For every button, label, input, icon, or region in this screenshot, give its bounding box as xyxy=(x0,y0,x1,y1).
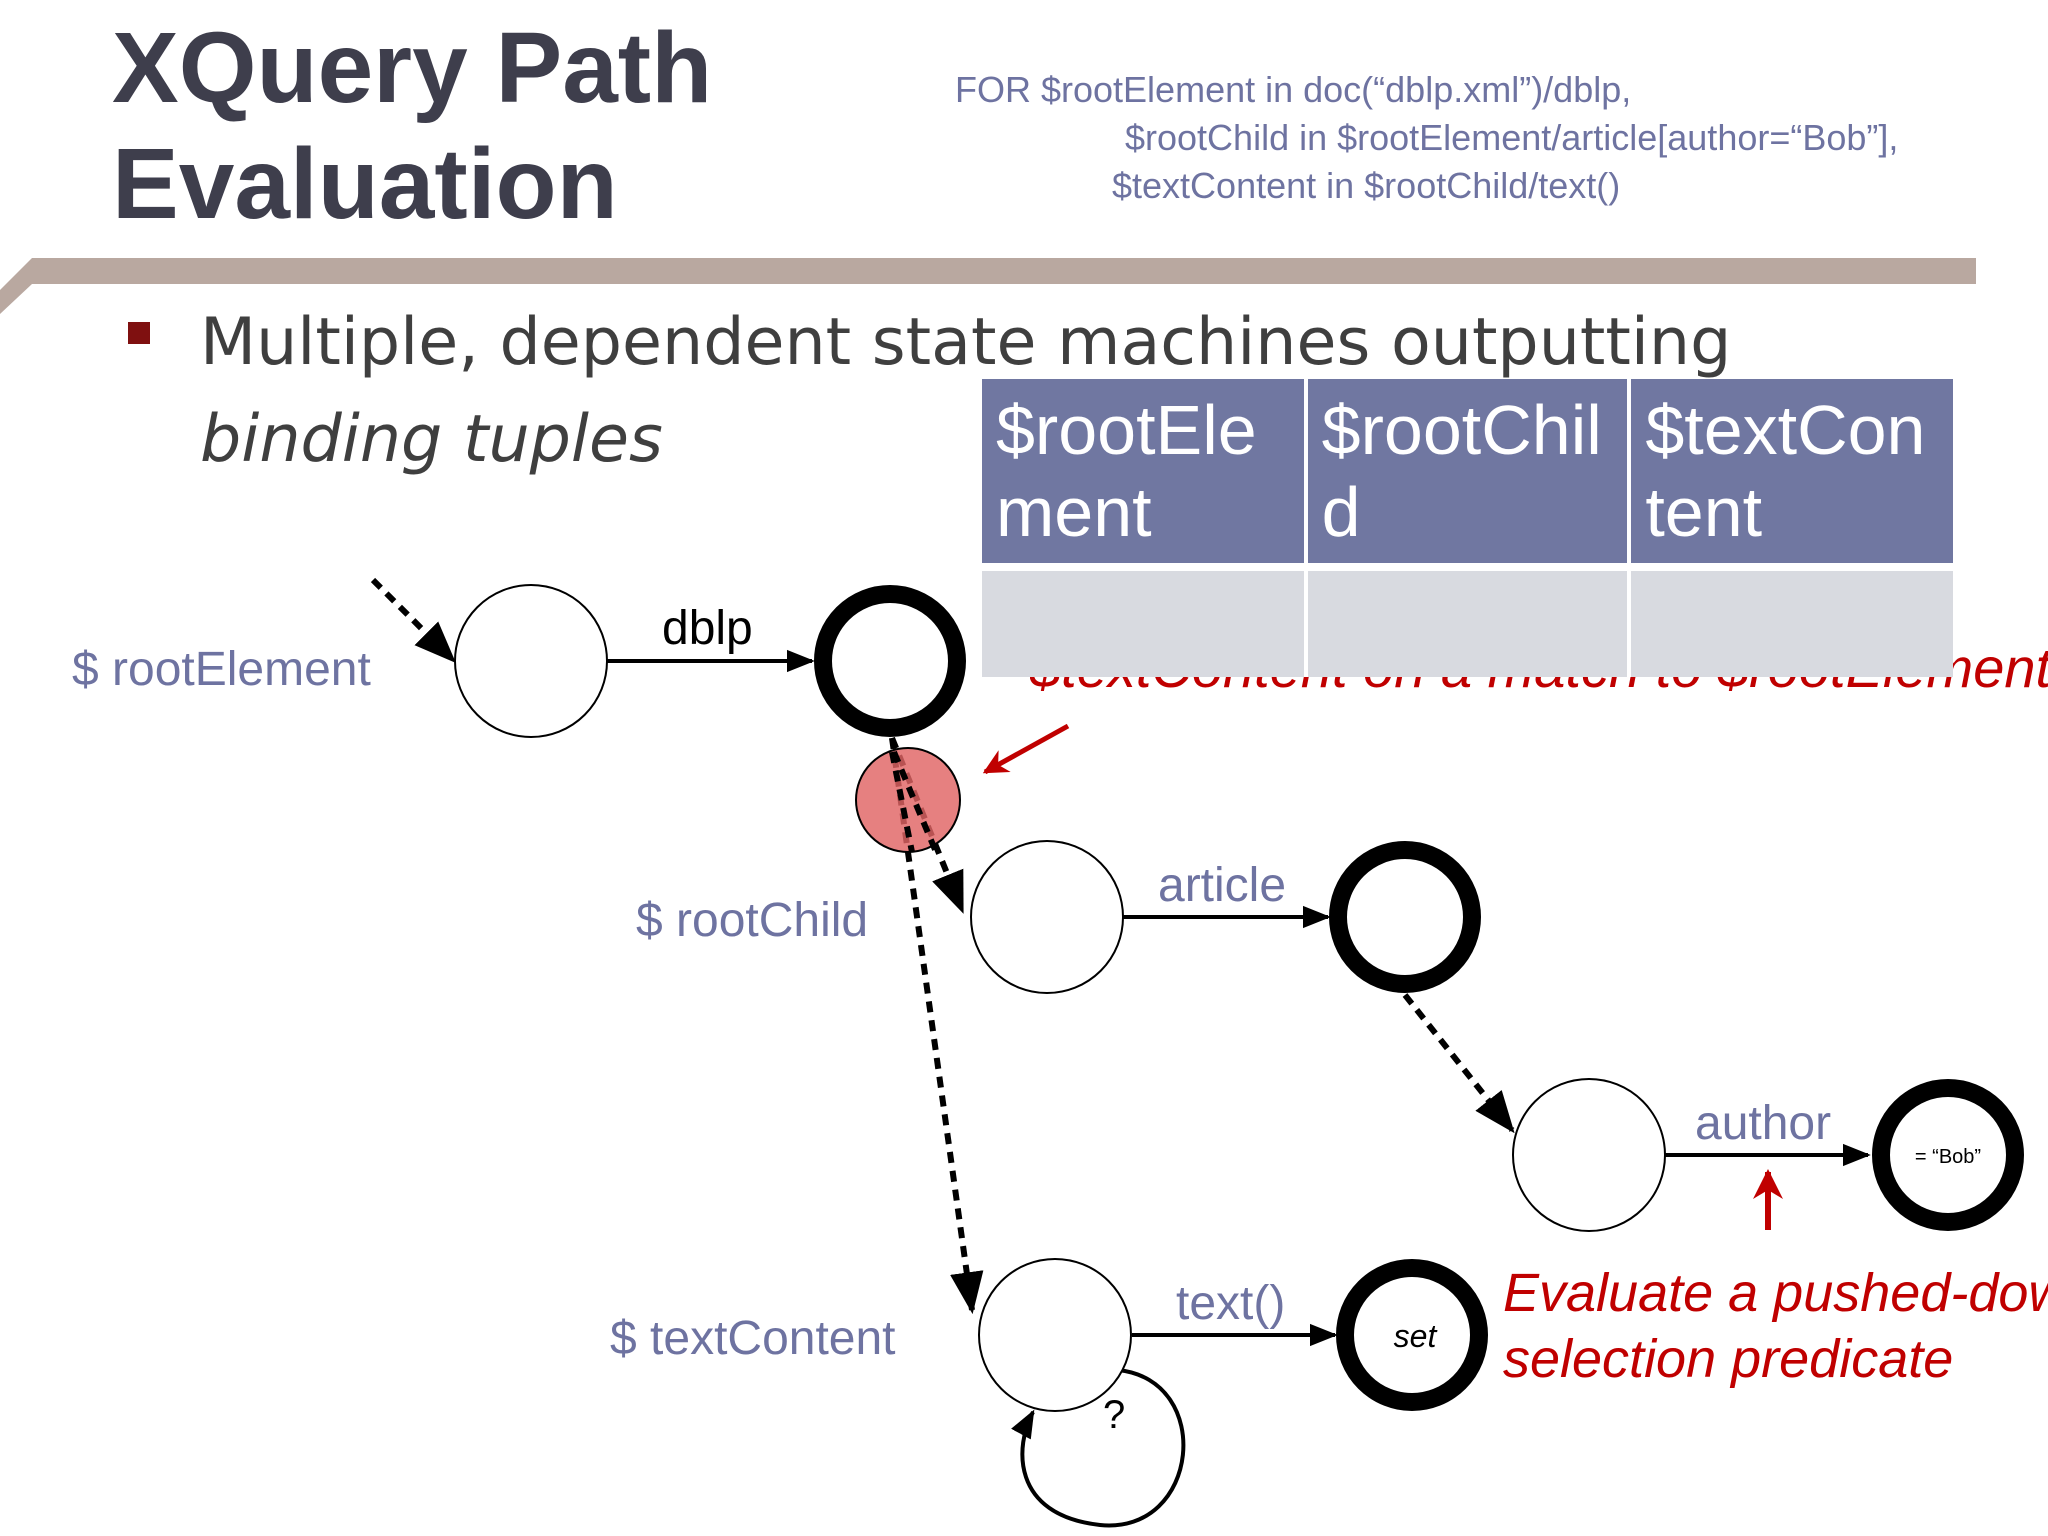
state-dblp-accept xyxy=(814,585,966,737)
query-line: $rootChild in $rootElement/article[autho… xyxy=(1125,117,1899,158)
query-line: FOR $rootElement in doc(“dblp.xml”)/dblp… xyxy=(955,69,1632,110)
table-cell xyxy=(982,567,1308,677)
state-author-start xyxy=(1512,1078,1666,1232)
self-loop-label: ? xyxy=(1103,1393,1126,1437)
var-label-text-content: $ textContent xyxy=(610,1312,896,1365)
evaluate-annotation: Evaluate a pushed-down selection predica… xyxy=(1503,1260,2048,1392)
state-child-start xyxy=(970,840,1124,994)
node-label-set: set xyxy=(1393,1318,1437,1354)
edge-label-text: text() xyxy=(1176,1277,1286,1330)
state-article-accept xyxy=(1329,841,1481,993)
title-accent-bar xyxy=(0,258,1976,314)
state-root-start xyxy=(454,584,608,738)
bullet-italic-text: binding tuples xyxy=(200,402,663,477)
state-set-accept xyxy=(1336,1259,1488,1411)
edge-to-author-state xyxy=(1402,993,1515,1134)
slide-title-line1: XQuery Path xyxy=(112,12,713,124)
evaluate-annotation-line2: selection predicate xyxy=(1503,1329,1954,1389)
table-header-row: $rootElement $rootChild $textContent xyxy=(982,379,1953,571)
query-line: $textContent in $rootChild/text() xyxy=(1112,165,1621,206)
table-row xyxy=(982,567,1953,677)
var-label-root-child: $ rootChild xyxy=(636,894,869,947)
table-cell xyxy=(1629,567,1953,677)
edge-label-author: author xyxy=(1695,1097,1832,1150)
table-header-text-content: $textContent xyxy=(1629,379,1953,571)
slide-title: XQuery Path Evaluation xyxy=(112,10,712,242)
state-text-start xyxy=(978,1258,1132,1412)
bullet-point: Multiple, dependent state machines outpu… xyxy=(200,294,1731,488)
edge-label-article: article xyxy=(1158,859,1287,912)
entry-arrow xyxy=(370,577,456,663)
xquery-code: FOR $rootElement in doc(“dblp.xml”)/dblp… xyxy=(955,66,1898,210)
self-loop-edge xyxy=(1011,1368,1186,1528)
table-cell xyxy=(1305,567,1632,677)
var-label-root-element: $ rootElement xyxy=(72,643,371,696)
state-bob-accept xyxy=(1872,1079,2024,1231)
table-header-root-child: $rootChild xyxy=(1305,379,1632,571)
edge-to-rootchild xyxy=(889,736,965,914)
evaluate-annotation-line1: Evaluate a pushed-down xyxy=(1503,1263,2048,1323)
bullet-text: Multiple, dependent state machines outpu… xyxy=(200,305,1732,380)
node-label-bob: = “Bob” xyxy=(1914,1146,1982,1168)
table-header-root-element: $rootElement xyxy=(982,379,1308,571)
bullet-marker xyxy=(128,322,150,344)
edge-label-dblp: dblp xyxy=(662,602,753,655)
slide-title-line2: Evaluation xyxy=(112,128,618,240)
edge-to-textcontent xyxy=(889,737,984,1315)
binding-tuples-table: $rootElement $rootChild $textContent xyxy=(982,379,1953,677)
